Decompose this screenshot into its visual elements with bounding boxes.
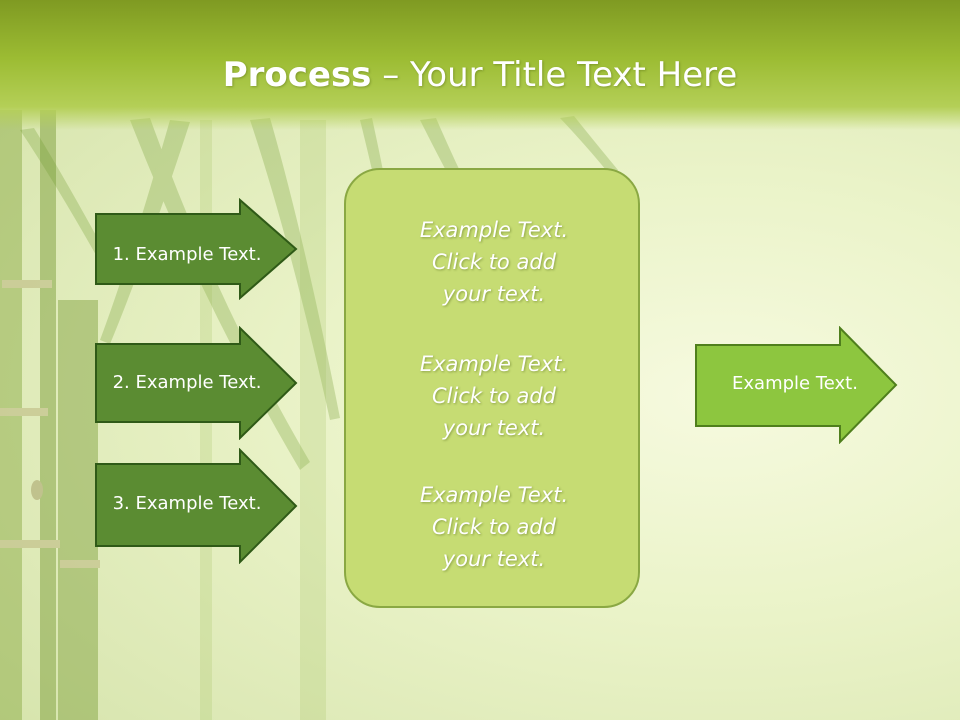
input-arrow-1[interactable]	[94, 198, 300, 300]
output-arrow[interactable]	[694, 326, 900, 444]
input-arrow-1-label: 1. Example Text.	[112, 244, 262, 265]
process-box-text-3[interactable]: Example Text. Click to add your text.	[419, 483, 569, 571]
input-arrow-2[interactable]	[94, 326, 300, 440]
process-box-text-2[interactable]: Example Text. Click to add your text.	[419, 352, 569, 440]
input-arrow-3[interactable]	[94, 448, 300, 564]
output-arrow-label: Example Text.	[732, 373, 858, 394]
title-strong: Process	[222, 55, 372, 95]
title-rest: – Your Title Text Here	[371, 55, 738, 95]
slide-title: Process – Your Title Text Here	[0, 52, 960, 98]
process-box-text-1[interactable]: Example Text. Click to add your text.	[419, 218, 569, 306]
header-band	[0, 0, 960, 130]
process-box[interactable]: Example Text. Click to add your text. Ex…	[344, 168, 640, 608]
input-arrow-2-label: 2. Example Text.	[112, 372, 262, 393]
input-arrow-3-label: 3. Example Text.	[112, 493, 262, 514]
